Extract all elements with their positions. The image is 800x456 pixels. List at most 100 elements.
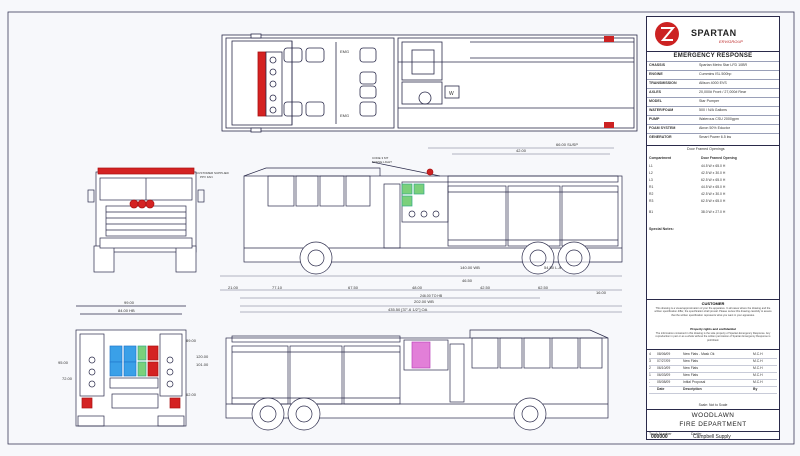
comp-dims: 62.5 W x 65.0 H xyxy=(701,199,726,203)
spec-key: TRANSMISSION xyxy=(649,81,677,85)
customer-notice: CUSTOMER This drawing is a visual approx… xyxy=(647,299,779,348)
dim-bottom-1: 77.10 xyxy=(272,285,283,290)
dim-bottom-4: 42.50 xyxy=(480,285,491,290)
rev-by: M.C.H xyxy=(753,359,763,363)
dim-bottom-3: 48.00 xyxy=(412,285,423,290)
spec-key: ENGINE xyxy=(649,72,663,76)
sheet-border xyxy=(7,11,795,445)
side-view-officer xyxy=(225,329,609,431)
spec-value: Allison 4000 EVS xyxy=(699,81,727,85)
comp-code: R2 xyxy=(649,192,654,196)
rev-desc: New Flats - Mask Ok xyxy=(683,352,715,356)
dim-mid-0: 46.50 xyxy=(462,278,473,283)
comp-dims: 44.5 W x 65.0 H xyxy=(701,185,726,189)
spec-value: Waterous CSU 2000gpm xyxy=(699,117,739,121)
dim-mid-2: 54.50 L.A xyxy=(544,265,561,270)
dim-top-2: 42.00 xyxy=(516,148,527,153)
rev-desc: New Flats xyxy=(683,359,699,363)
comp-code: R3 xyxy=(649,199,654,203)
truck-number-row: Truck Number Dealer xyxy=(647,431,779,441)
rev-date: 05/08/09 xyxy=(657,380,671,384)
code3-note: CODE 3 MT xyxy=(372,156,389,160)
top-view xyxy=(221,33,638,133)
customer-name-block: WOODLAWN FIRE DEPARTMENT xyxy=(647,409,779,432)
rear-h-1: 72.00 xyxy=(62,376,73,381)
comp-dims: 44.5 W x 65.0 H xyxy=(701,164,726,168)
truck-number-label: Truck Number xyxy=(649,432,672,436)
customer-name-2: FIRE DEPARTMENT xyxy=(679,421,747,428)
spec-value: Star Pumper xyxy=(699,99,720,103)
rev-number: 1 xyxy=(649,373,651,377)
rev-desc: New Flats xyxy=(683,366,699,370)
emg-label-1: EMG xyxy=(340,49,349,54)
rev-number: 2 xyxy=(649,366,651,370)
spec-key: GENERATOR xyxy=(649,135,672,139)
ppv-fan-note: PPV FAN xyxy=(200,175,213,179)
spec-row: TRANSMISSION Allison 4000 EVS xyxy=(647,79,779,89)
customer-paragraph-1: This drawing is a visual approximation o… xyxy=(654,307,772,317)
spartan-logo-icon xyxy=(655,22,679,46)
w-label: W xyxy=(449,91,454,97)
side-dimensions-top xyxy=(220,147,622,313)
rear-width-2: 84.00 HB xyxy=(118,308,135,313)
comp-header-label: Compartment xyxy=(649,156,672,160)
rear-view xyxy=(75,305,187,427)
comp-dims: 42.5 W x 30.0 H xyxy=(701,192,726,196)
customer-supplied-note: CUSTOMER SUPPLIED xyxy=(196,171,230,175)
side-view-driver xyxy=(243,161,623,275)
rev-by: M.C.H xyxy=(753,373,763,377)
revision-header: Date Description By xyxy=(649,387,777,394)
comp-dims: 38.0 W x 27.0 H xyxy=(701,210,726,214)
dim-overall-1: 246.00 TO HB xyxy=(420,294,443,298)
door-note: Door Framed Openings xyxy=(647,145,779,155)
rev-desc: New Flats xyxy=(683,373,699,377)
rev-date: 06/03/09 xyxy=(657,373,671,377)
spec-value: Akron 50% Eductor xyxy=(699,126,730,130)
rear-h-2: 62.00 xyxy=(186,392,197,397)
dim-overall-2: 435.50 [37'-6 1/2"] OA xyxy=(388,307,428,312)
spec-value: Smart Power 6.5 kw xyxy=(699,135,732,139)
title-block: SPARTAN ERV/GROUP EMERGENCY RESPONSE CHA… xyxy=(646,16,780,440)
spec-row: FOAM SYSTEM Akron 50% Eductor xyxy=(647,124,779,134)
dim-mid-1: 140.00 WB xyxy=(460,265,480,270)
brand-sub: ERV/GROUP xyxy=(719,39,743,44)
dealer-name: Campbell Supply xyxy=(693,434,731,440)
dim-wheelbase: 202.00 WB xyxy=(414,299,434,304)
dim-top-1: 66.00 SUSP xyxy=(556,142,578,147)
emg-label-2: EMG xyxy=(340,113,349,118)
dim-bottom-5: 62.50 xyxy=(538,285,549,290)
comp-dims: 62.5 W x 65.0 H xyxy=(701,178,726,182)
dim-bottom-0: 21.00 xyxy=(228,285,239,290)
customer-name-1: WOODLAWN xyxy=(691,412,735,419)
property-heading: Property rights and confidential xyxy=(690,327,736,331)
truck-number-values: 000000 Campbell Supply xyxy=(647,433,779,441)
rear-h-0: 120.00 xyxy=(196,354,209,359)
spec-key: FOAM SYSTEM xyxy=(649,126,676,130)
spec-row: GENERATOR Smart Power 6.5 kw xyxy=(647,133,779,143)
rev-header-date: Date xyxy=(657,387,665,391)
customer-heading: CUSTOMER xyxy=(701,301,725,306)
dim-bottom-2: 67.50 xyxy=(348,285,359,290)
rev-header-desc: Description xyxy=(683,387,702,391)
dim-bottom-6: 16.00 xyxy=(596,290,607,295)
rear-width: 99.00 xyxy=(124,300,135,305)
front-view xyxy=(87,167,205,273)
comp-code: R1 xyxy=(649,185,654,189)
special-notes: Special Notes: xyxy=(649,227,674,231)
truck-number: 000000 xyxy=(651,434,668,440)
rev-by: M.C.H xyxy=(753,366,763,370)
comp-dims: 42.5 W x 30.0 H xyxy=(701,171,726,175)
rev-header-by: By xyxy=(753,387,758,391)
rev-date: 08/06/09 xyxy=(657,352,671,356)
